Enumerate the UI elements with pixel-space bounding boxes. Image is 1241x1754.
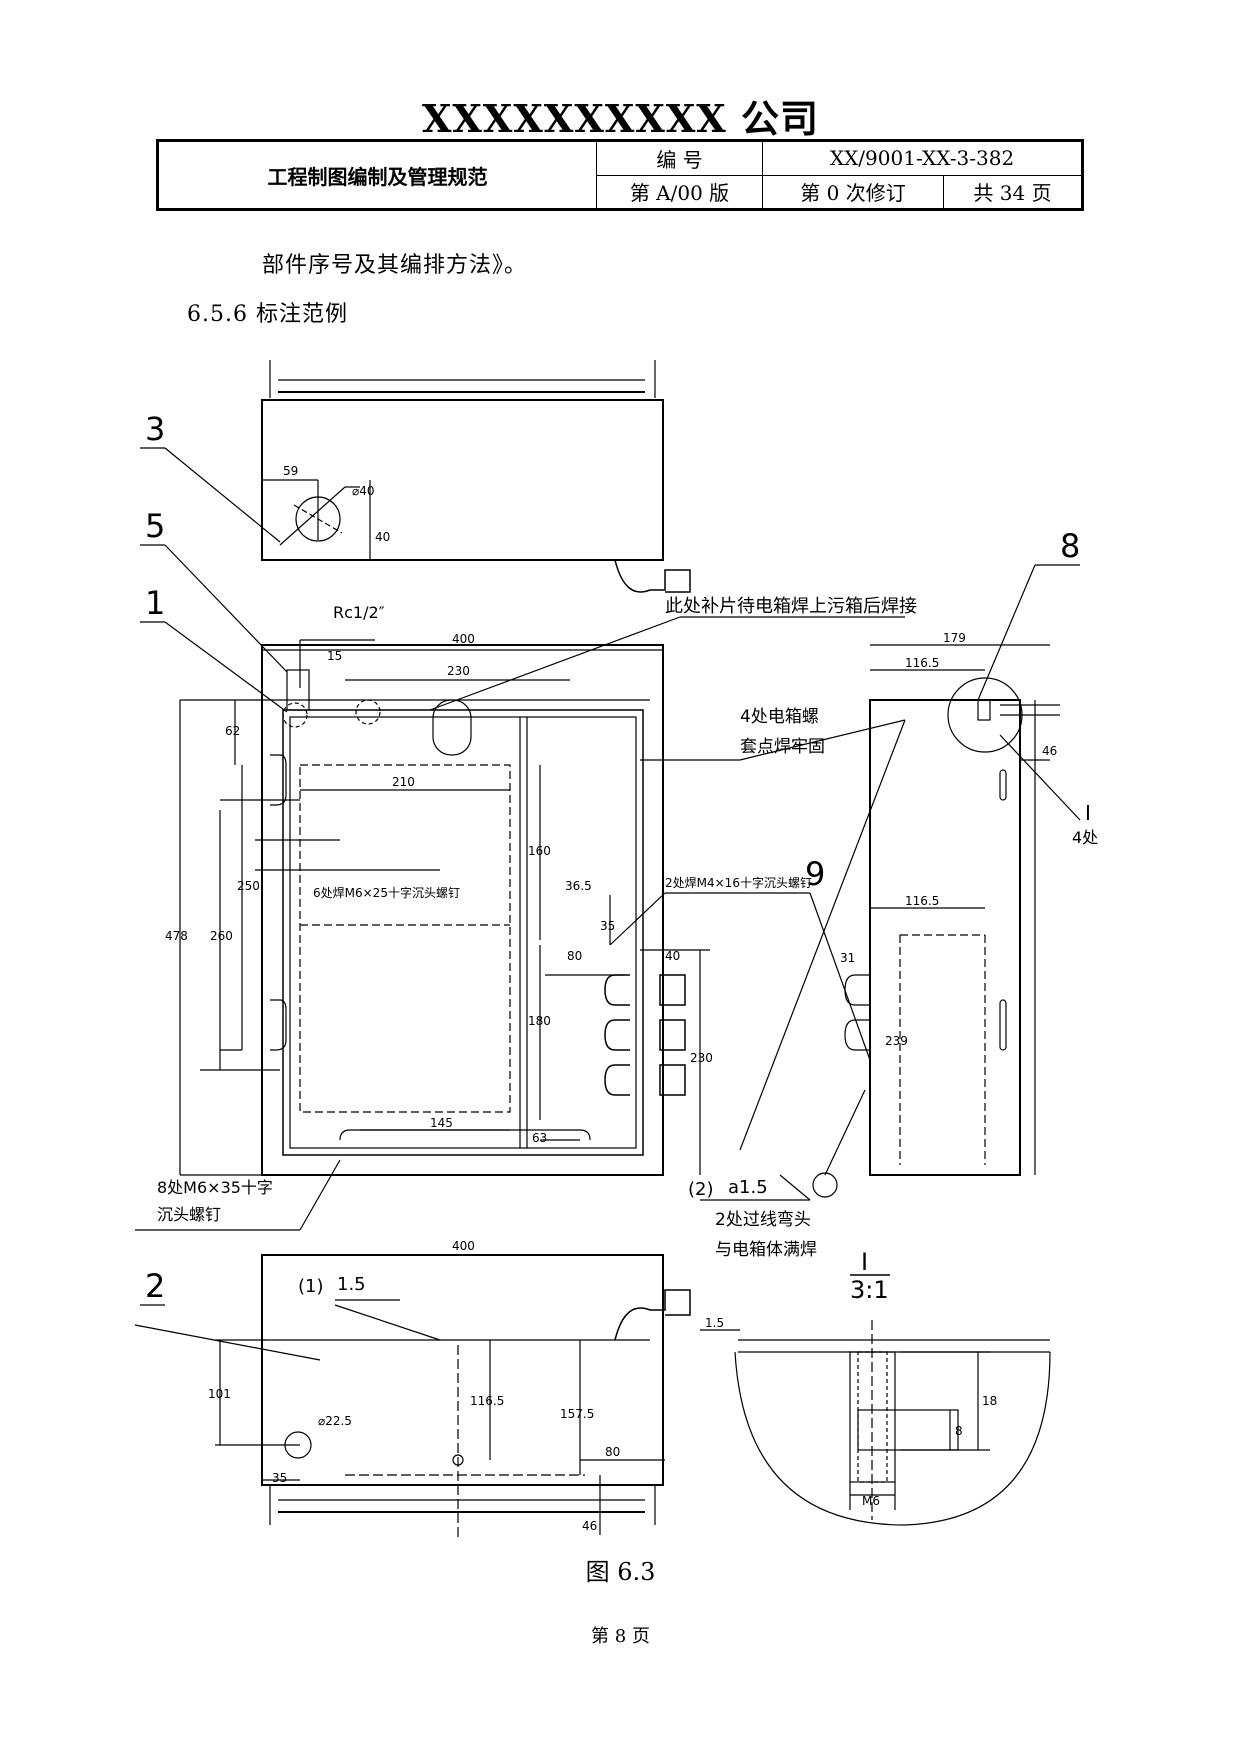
detail-title-I: I xyxy=(861,1248,868,1276)
dim-116-5-bottom: 116.5 xyxy=(470,1394,504,1408)
balloon-8: 8 xyxy=(1060,527,1080,565)
edition: 第 A/00 版 xyxy=(596,174,763,210)
detail-scale: 3:1 xyxy=(850,1276,889,1304)
page-number: 第 8 页 xyxy=(591,1626,650,1647)
dim-260: 260 xyxy=(210,929,233,943)
dim-80: 80 xyxy=(567,949,582,963)
dim-230: 230 xyxy=(447,664,470,678)
balloon-leaders xyxy=(135,447,1080,1306)
dim-250: 250 xyxy=(237,879,260,893)
balloon-1: 1 xyxy=(145,584,165,622)
note-nut-weld-line2: 套点焊牢固 xyxy=(740,737,825,757)
note-conduit-weld-line2: 与电箱体满焊 xyxy=(715,1240,817,1260)
weld-symbol-1-num: (1) xyxy=(298,1276,324,1297)
dim-46-bottom: 46 xyxy=(582,1519,597,1533)
dim-8: 8 xyxy=(955,1424,963,1438)
dim-36-5: 36.5 xyxy=(565,879,592,893)
note-patch-weld: 此处补片待电箱焊上污箱后焊接 xyxy=(665,596,917,617)
thread-m6: M6 xyxy=(862,1494,880,1508)
note-bottom-screws-line2: 沉头螺钉 xyxy=(157,1205,221,1224)
dim-145: 145 xyxy=(430,1116,453,1130)
dim-230-vertical: 230 xyxy=(690,1051,713,1065)
dim-80-bottom: 80 xyxy=(605,1445,620,1459)
dim-101: 101 xyxy=(208,1387,231,1401)
dim-1-5: 1.5 xyxy=(705,1316,724,1330)
weld-symbol-2-value: a1.5 xyxy=(728,1177,768,1198)
document-title: 工程制图编制及管理规范 xyxy=(157,140,597,210)
dim-18: 18 xyxy=(982,1394,997,1408)
dim-116-5-top: 116.5 xyxy=(905,656,939,670)
note-nut-weld-line1: 4处电箱螺 xyxy=(740,707,819,727)
dim-40-right: 40 xyxy=(665,949,680,963)
dim-116-5-mid: 116.5 xyxy=(905,894,939,908)
dim-dia-40: ⌀40 xyxy=(352,484,375,498)
detail-view xyxy=(700,1320,1051,1526)
dim-46-side: 46 xyxy=(1042,744,1057,758)
company-name: XXXXXXXXXX 公司 xyxy=(421,96,820,141)
dim-dia-22-5: ⌀22.5 xyxy=(318,1414,352,1428)
dim-62: 62 xyxy=(225,724,240,738)
dim-160: 160 xyxy=(528,844,551,858)
figure-caption: 图 6.3 xyxy=(585,1558,656,1586)
front-view xyxy=(179,616,905,1176)
note-bottom-screws-line1: 8处M6×35十字 xyxy=(157,1178,273,1197)
dim-35-bottom: 35 xyxy=(272,1471,287,1485)
dim-59: 59 xyxy=(283,464,298,478)
dim-157-5: 157.5 xyxy=(560,1407,594,1421)
document-header-table: 工程制图编制及管理规范 编 号 XX/9001-XX-3-382 第 A/00 … xyxy=(156,139,1084,211)
dim-31: 31 xyxy=(840,951,855,965)
dim-210: 210 xyxy=(392,775,415,789)
side-view xyxy=(640,644,1081,1201)
dim-63: 63 xyxy=(532,1131,547,1145)
note-conduit-weld-line1: 2处过线弯头 xyxy=(715,1210,811,1230)
detail-ref-count: 4处 xyxy=(1072,828,1098,847)
balloon-9: 9 xyxy=(805,855,825,893)
revision: 第 0 次修订 xyxy=(762,174,944,210)
note-m6-screws: 6处焊M6×25十字沉头螺钉 xyxy=(313,885,460,900)
dim-478: 478 xyxy=(165,929,188,943)
paragraph-continuation: 部件序号及其编排方法》。 xyxy=(262,253,528,278)
section-heading: 6.5.6 标注范例 xyxy=(187,302,348,327)
balloon-2: 2 xyxy=(145,1267,165,1305)
dim-179: 179 xyxy=(943,631,966,645)
weld-symbol-1-value: 1.5 xyxy=(337,1274,366,1295)
dim-400-front: 400 xyxy=(452,632,475,646)
balloon-5: 5 xyxy=(145,507,165,545)
top-view xyxy=(261,360,691,593)
dim-35: 35 xyxy=(600,919,615,933)
weld-symbol-2-num: (2) xyxy=(688,1179,714,1200)
document-number: XX/9001-XX-3-382 xyxy=(762,140,1083,176)
detail-ref-I: I xyxy=(1085,801,1091,825)
dim-400-bottom: 400 xyxy=(452,1239,475,1253)
note-m4-screws: 2处焊M4×16十字沉头螺钉 xyxy=(665,875,812,890)
drawing-labels: 3 5 1 2 8 9 59 ⌀40 40 400 Rc1/2″ 15 230 … xyxy=(145,410,1098,1533)
total-pages: 共 34 页 xyxy=(943,174,1083,210)
balloon-3: 3 xyxy=(145,410,165,448)
thread-rc: Rc1/2″ xyxy=(333,603,385,622)
dim-180: 180 xyxy=(528,1014,551,1028)
dim-15: 15 xyxy=(327,649,342,663)
dim-40: 40 xyxy=(375,530,390,544)
dim-239: 239 xyxy=(885,1034,908,1048)
bottom-view xyxy=(134,1254,691,1540)
